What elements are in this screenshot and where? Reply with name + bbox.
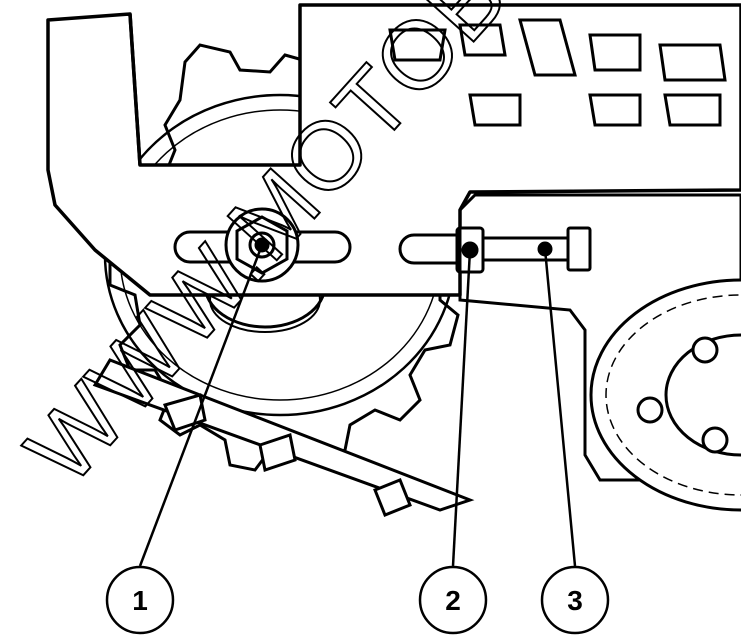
adjuster-bolt: [481, 226, 592, 272]
leader-line-3: [543, 248, 577, 567]
upper-track-lugs: [388, 18, 727, 127]
side-frame-panel: [458, 193, 741, 482]
callout-3: 3: [540, 565, 610, 635]
leader-lines: [138, 244, 577, 567]
callout-2: 2: [418, 565, 488, 635]
callout-label-2: 2: [445, 585, 461, 616]
callout-1: 1: [105, 565, 175, 635]
callout-label-1: 1: [132, 585, 148, 616]
road-wheel: [589, 278, 741, 512]
callout-label-3: 3: [567, 585, 583, 616]
track-belt: [92, 358, 475, 517]
leader-line-1: [138, 244, 264, 567]
tensioner-frame: [46, 3, 741, 297]
leader-line-2: [451, 249, 472, 567]
